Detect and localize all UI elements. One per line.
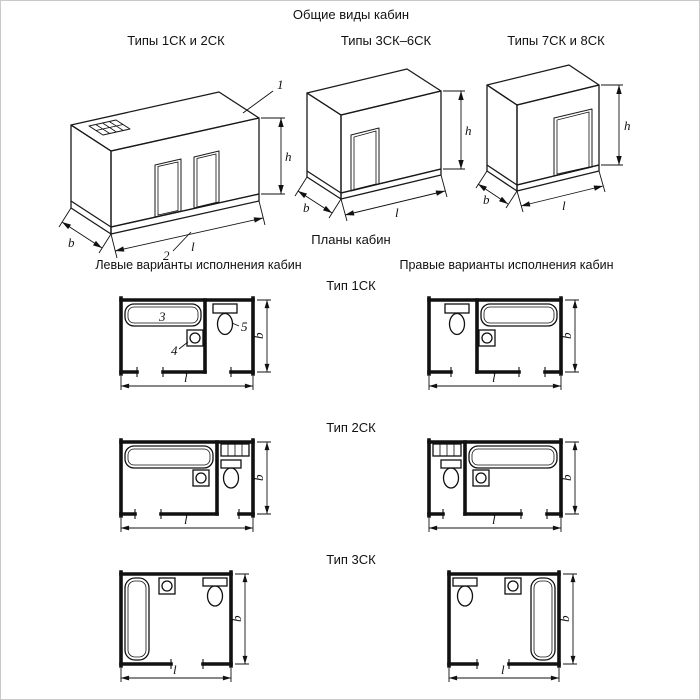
roof-vent-grid	[88, 119, 131, 136]
iso-view-3: h b l	[475, 64, 631, 213]
plans-section-title: Планы кабин	[311, 232, 391, 247]
iso-view-1: 1 2 h b l	[58, 77, 292, 263]
callout-1: 1	[242, 77, 284, 114]
dim-b-label: b	[251, 332, 266, 339]
callout-2-label: 2	[163, 248, 170, 263]
dimension-l: l	[340, 174, 448, 222]
dim-h-label: h	[285, 149, 292, 164]
dims-left: l b	[120, 573, 249, 682]
plan-row-2: l b l b	[119, 438, 579, 532]
dim-l-label: l	[562, 198, 566, 213]
left-variants-header: Левые варианты исполнения кабин	[95, 258, 302, 272]
dims-left: l b	[120, 441, 271, 532]
plan-2sk-right	[427, 438, 563, 521]
iso-view-2: h b l	[294, 68, 472, 222]
dim-b-label: b	[559, 332, 574, 339]
cabin-box	[486, 64, 600, 192]
callout-1-label: 1	[277, 77, 284, 92]
plan-1sk-callouts: 3 4 5	[158, 309, 248, 358]
plan-row-3: l b l b	[119, 570, 577, 682]
plan-1sk-left	[119, 296, 255, 379]
door-opening	[553, 108, 593, 177]
dimension-l: l	[516, 170, 606, 213]
callout-4-label: 4	[171, 343, 178, 358]
dim-b-label: b	[229, 615, 244, 622]
dimension-b: b	[475, 170, 518, 209]
plan-3sk-right	[447, 570, 561, 671]
dim-l-label: l	[492, 512, 496, 527]
dim-l-label: l	[492, 370, 496, 385]
door-openings	[154, 150, 220, 218]
plan-1sk-right	[427, 296, 563, 379]
dimension-b: b	[58, 207, 112, 254]
plan-type-1-label: Тип 1СК	[326, 278, 376, 293]
dimension-h: h	[261, 117, 292, 195]
plan-row-1: 3 4 5 l b l b	[119, 296, 579, 390]
dim-b-label: b	[68, 235, 75, 250]
callout-3-label: 3	[158, 309, 166, 324]
dim-h-label: h	[465, 123, 472, 138]
dimension-l: l	[110, 200, 266, 259]
callout-5-label: 5	[241, 319, 248, 334]
dims-left: l b	[120, 299, 271, 390]
right-variants-header: Правые варианты исполнения кабин	[399, 258, 614, 272]
plan-2sk-left	[119, 438, 255, 521]
dim-l-label: l	[173, 662, 177, 677]
dim-b-label: b	[303, 200, 310, 215]
dims-right: l b	[428, 441, 579, 532]
dims-right: l b	[448, 573, 577, 682]
dim-l-label: l	[395, 205, 399, 220]
dim-l-label: l	[501, 662, 505, 677]
dim-l-label: l	[191, 239, 195, 254]
iso-caption-1: Типы 1СК и 2СК	[127, 33, 225, 48]
plan-type-2-label: Тип 2СК	[326, 420, 376, 435]
iso-caption-2: Типы 3СК–6СК	[340, 33, 432, 48]
dimension-b: b	[294, 176, 342, 219]
dim-l-label: l	[184, 512, 188, 527]
door-opening	[350, 127, 380, 192]
cabin-box	[306, 68, 442, 200]
iso-caption-3: Типы 7СК и 8СК	[507, 33, 605, 48]
dim-h-label: h	[624, 118, 631, 133]
plan-3sk-left	[119, 570, 233, 671]
dims-right: l b	[428, 299, 579, 390]
dimension-h: h	[443, 90, 472, 170]
dim-b-label: b	[251, 474, 266, 481]
dim-l-label: l	[184, 370, 188, 385]
plan-type-3-label: Тип 3СК	[326, 552, 376, 567]
dimension-h: h	[601, 84, 631, 166]
dim-b-label: b	[557, 615, 572, 622]
dim-b-label: b	[559, 474, 574, 481]
page-title: Общие виды кабин	[292, 7, 410, 22]
dim-b-label: b	[483, 192, 490, 207]
